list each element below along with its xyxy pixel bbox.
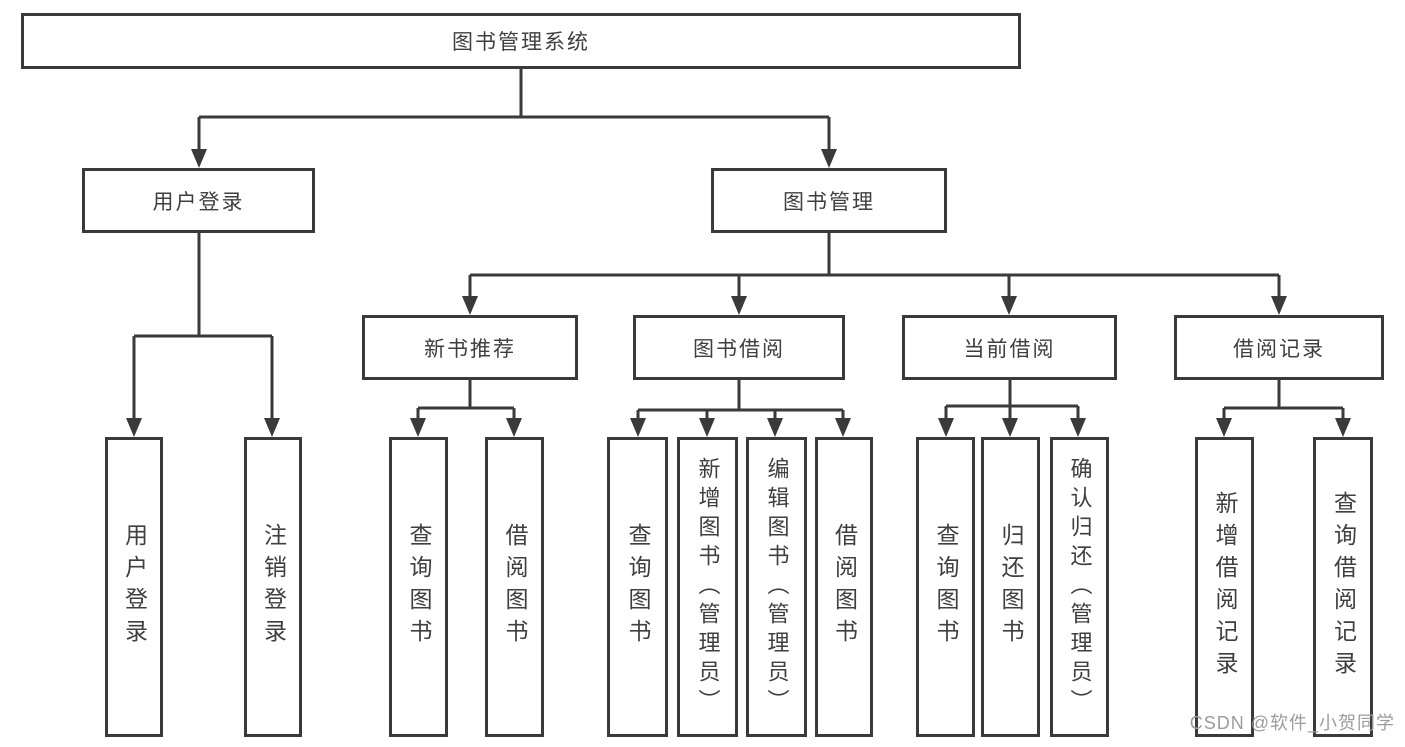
edge-root-stem xyxy=(197,69,831,152)
leaf-return-books: 归还图书 xyxy=(981,437,1040,737)
node-user-login: 用户登录 xyxy=(82,168,315,233)
arrowhead xyxy=(1335,418,1351,437)
leaf-query-books-current-label: 查询图书 xyxy=(933,523,959,651)
leaf-edit-books-admin-label: 编辑图书（管理员） xyxy=(764,456,790,718)
arrowhead xyxy=(630,418,646,437)
leaf-logout-label: 注销登录 xyxy=(260,523,287,651)
node-borrow-records-label: 借阅记录 xyxy=(1233,337,1325,361)
arrowhead xyxy=(731,296,747,315)
leaf-user-login-label: 用户登录 xyxy=(121,523,148,651)
leaf-query-borrow-record-label: 查询借阅记录 xyxy=(1330,491,1357,683)
leaf-query-books-borrow: 查询图书 xyxy=(607,437,668,737)
leaf-borrow-books-label: 借阅图书 xyxy=(831,523,858,651)
leaf-return-books-label: 归还图书 xyxy=(998,523,1024,651)
arrowhead xyxy=(410,418,426,437)
arrowhead xyxy=(462,296,478,315)
leaf-logout: 注销登录 xyxy=(244,437,302,737)
arrowhead xyxy=(699,418,715,437)
node-new-book-recommend-label: 新书推荐 xyxy=(424,337,516,361)
arrowhead xyxy=(264,418,280,437)
leaf-borrow-books-recommend-label: 借阅图书 xyxy=(502,523,528,651)
edge-borrow-rec-fork xyxy=(1222,380,1345,421)
arrowhead xyxy=(1002,418,1018,437)
arrowhead xyxy=(126,418,142,437)
node-book-management-label: 图书管理 xyxy=(783,190,875,214)
node-borrow-records: 借阅记录 xyxy=(1174,315,1384,380)
leaf-add-borrow-record-label: 新增借阅记录 xyxy=(1212,491,1238,683)
leaf-confirm-return-admin: 确认归还（管理员） xyxy=(1050,437,1109,737)
leaf-confirm-return-admin-label: 确认归还（管理员） xyxy=(1067,456,1093,718)
node-user-login-label: 用户登录 xyxy=(152,190,245,214)
edge-new-rec-fork xyxy=(416,378,516,421)
node-root-label: 图书管理系统 xyxy=(452,31,590,54)
leaf-user-login: 用户登录 xyxy=(105,437,163,737)
arrowhead xyxy=(191,149,207,168)
edge-book-borrow-fork xyxy=(636,378,845,421)
arrowhead xyxy=(1001,296,1017,315)
arrowhead xyxy=(1271,296,1287,315)
csdn-watermark: CSDN @软件_小贺同学 xyxy=(1189,713,1395,733)
edge-user-login-fork xyxy=(132,233,274,421)
node-book-borrow: 图书借阅 xyxy=(633,315,845,380)
leaf-query-books-recommend: 查询图书 xyxy=(389,437,448,737)
leaf-add-books-admin: 新增图书（管理员） xyxy=(677,437,738,737)
leaf-borrow-books-recommend: 借阅图书 xyxy=(485,437,544,737)
leaf-borrow-books: 借阅图书 xyxy=(815,437,873,737)
arrowhead xyxy=(767,418,783,437)
node-current-borrow: 当前借阅 xyxy=(902,315,1117,380)
arrowhead xyxy=(1070,418,1086,437)
arrowhead xyxy=(835,418,851,437)
node-root-system: 图书管理系统 xyxy=(21,13,1021,69)
leaf-add-books-admin-label: 新增图书（管理员） xyxy=(695,456,721,718)
leaf-query-borrow-record: 查询借阅记录 xyxy=(1313,437,1373,737)
leaf-add-borrow-record: 新增借阅记录 xyxy=(1195,437,1254,737)
arrowhead xyxy=(821,149,837,168)
leaf-query-books-current: 查询图书 xyxy=(916,437,975,737)
node-book-borrow-label: 图书借阅 xyxy=(693,337,785,361)
leaf-query-books-borrow-label: 查询图书 xyxy=(625,523,651,651)
node-book-management: 图书管理 xyxy=(711,168,947,233)
leaf-edit-books-admin: 编辑图书（管理员） xyxy=(746,437,807,737)
edge-cur-borrow-fork xyxy=(944,380,1080,421)
node-new-book-recommend: 新书推荐 xyxy=(362,315,578,380)
arrowhead xyxy=(938,418,954,437)
leaf-query-books-recommend-label: 查询图书 xyxy=(406,523,432,651)
arrowhead xyxy=(1216,418,1232,437)
node-current-borrow-label: 当前借阅 xyxy=(963,337,1056,361)
edge-book-mgmt-fork xyxy=(468,233,1281,299)
arrowhead xyxy=(506,418,522,437)
